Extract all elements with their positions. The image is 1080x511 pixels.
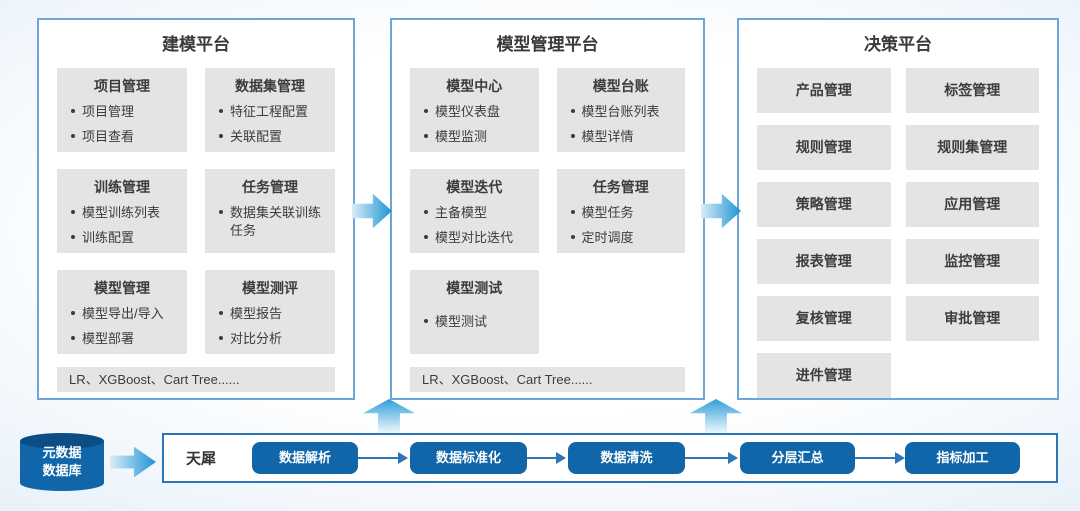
module-card-item: 模型台账列表 xyxy=(565,103,678,121)
panel-model-management-platform: 模型管理平台 模型中心 模型仪表盘 模型监测 模型台账 模型台账列表 模型详情 … xyxy=(390,18,705,400)
module-card: 模型测评 模型报告 对比分析 xyxy=(205,270,335,354)
decision-module-grid: 产品管理 标签管理 规则管理 规则集管理 策略管理 应用管理 报表管理 监控管理… xyxy=(757,68,1039,398)
module-card: 项目管理 项目管理 项目查看 xyxy=(57,68,187,152)
module-card-title: 模型管理 xyxy=(94,280,150,296)
module-card-item: 对比分析 xyxy=(213,330,327,348)
module-card-title: 模型中心 xyxy=(446,78,503,94)
decision-module: 规则集管理 xyxy=(905,125,1039,170)
decision-module: 应用管理 xyxy=(905,182,1039,227)
module-card-grid: 项目管理 项目管理 项目查看 数据集管理 特征工程配置 关联配置 训练管理 模型… xyxy=(57,68,335,354)
pipeline-step: 分层汇总 xyxy=(740,442,855,474)
algorithms-bar: LR、XGBoost、Cart Tree...... xyxy=(410,367,685,392)
module-card-item: 模型对比迭代 xyxy=(418,229,531,247)
module-card: 模型中心 模型仪表盘 模型监测 xyxy=(410,68,539,152)
algorithms-bar: LR、XGBoost、Cart Tree...... xyxy=(57,367,335,392)
flow-arrow-up-icon xyxy=(363,399,415,433)
module-card-item: 数据集关联训练任务 xyxy=(213,204,327,239)
module-card-item: 特征工程配置 xyxy=(213,103,327,121)
module-card-item: 项目管理 xyxy=(65,103,179,121)
flow-arrow-right-icon xyxy=(352,193,392,229)
module-card-item: 模型仪表盘 xyxy=(418,103,531,121)
flow-arrow-right-icon xyxy=(701,193,741,229)
module-card: 任务管理 数据集关联训练任务 xyxy=(205,169,335,253)
module-card: 数据集管理 特征工程配置 关联配置 xyxy=(205,68,335,152)
module-card-title: 任务管理 xyxy=(592,179,649,195)
pipeline-step: 数据标准化 xyxy=(410,442,527,474)
module-card-title: 模型台账 xyxy=(592,78,649,94)
flow-arrow-up-icon xyxy=(690,399,742,433)
module-card-item: 模型训练列表 xyxy=(65,204,179,222)
connector-arrow-icon xyxy=(685,452,738,464)
decision-module: 报表管理 xyxy=(757,239,891,284)
decision-module: 监控管理 xyxy=(905,239,1039,284)
module-card-title: 模型迭代 xyxy=(446,179,503,195)
module-card-item: 模型测试 xyxy=(418,313,531,331)
decision-module: 审批管理 xyxy=(905,296,1039,341)
module-card: 模型管理 模型导出/导入 模型部署 xyxy=(57,270,187,354)
module-card-title: 训练管理 xyxy=(94,179,150,195)
engine-label: 天犀 xyxy=(186,450,217,468)
connector-arrow-icon xyxy=(527,452,566,464)
module-card-item: 主备模型 xyxy=(418,204,531,222)
database-label-line1: 元数据 xyxy=(42,445,82,460)
panel-modeling-platform: 建模平台 项目管理 项目管理 项目查看 数据集管理 特征工程配置 关联配置 训练… xyxy=(37,18,355,400)
module-card-title: 模型测评 xyxy=(242,280,298,296)
module-card-grid: 模型中心 模型仪表盘 模型监测 模型台账 模型台账列表 模型详情 模型迭代 主备… xyxy=(410,68,685,354)
panel-title: 建模平台 xyxy=(162,35,230,54)
flow-arrow-right-icon xyxy=(110,446,156,478)
module-card-item: 模型报告 xyxy=(213,305,327,323)
module-card-item: 项目查看 xyxy=(65,128,179,146)
module-card: 模型台账 模型台账列表 模型详情 xyxy=(556,68,685,152)
module-card-item: 关联配置 xyxy=(213,128,327,146)
module-card-title: 任务管理 xyxy=(242,179,298,195)
decision-module: 产品管理 xyxy=(757,68,891,113)
module-card: 任务管理 模型任务 定时调度 xyxy=(556,169,685,253)
panel-title: 模型管理平台 xyxy=(496,35,599,54)
decision-module: 进件管理 xyxy=(757,353,891,398)
module-card-item: 模型导出/导入 xyxy=(65,305,179,323)
decision-module: 规则管理 xyxy=(757,125,891,170)
module-card-item: 模型详情 xyxy=(565,128,678,146)
module-card-item: 模型任务 xyxy=(565,204,678,222)
pipeline-step: 指标加工 xyxy=(905,442,1020,474)
pipeline-step: 数据解析 xyxy=(252,442,358,474)
database-label: 元数据 数据库 xyxy=(20,441,104,479)
decision-module: 策略管理 xyxy=(757,182,891,227)
module-card-title: 数据集管理 xyxy=(235,78,305,94)
panel-decision-platform: 决策平台 产品管理 标签管理 规则管理 规则集管理 策略管理 应用管理 报表管理… xyxy=(737,18,1059,400)
connector-arrow-icon xyxy=(855,452,905,464)
module-card: 训练管理 模型训练列表 训练配置 xyxy=(57,169,187,253)
module-card-item: 训练配置 xyxy=(65,229,179,247)
decision-module: 复核管理 xyxy=(757,296,891,341)
module-card-item: 模型监测 xyxy=(418,128,531,146)
metadata-database-cylinder: 元数据 数据库 xyxy=(20,433,104,491)
module-card-item: 定时调度 xyxy=(565,229,678,247)
module-card-title: 项目管理 xyxy=(94,78,150,94)
decision-module: 标签管理 xyxy=(905,68,1039,113)
module-card: 模型测试 模型测试 xyxy=(410,270,539,354)
panel-title: 决策平台 xyxy=(864,35,932,54)
data-pipeline-box: 天犀 数据解析 数据标准化 数据清洗 分层汇总 指标加工 xyxy=(162,433,1058,483)
connector-arrow-icon xyxy=(358,452,408,464)
module-card: 模型迭代 主备模型 模型对比迭代 xyxy=(410,169,539,253)
database-label-line2: 数据库 xyxy=(42,462,82,478)
pipeline-step: 数据清洗 xyxy=(568,442,685,474)
module-card-item: 模型部署 xyxy=(65,330,179,348)
module-card-title: 模型测试 xyxy=(446,280,503,296)
